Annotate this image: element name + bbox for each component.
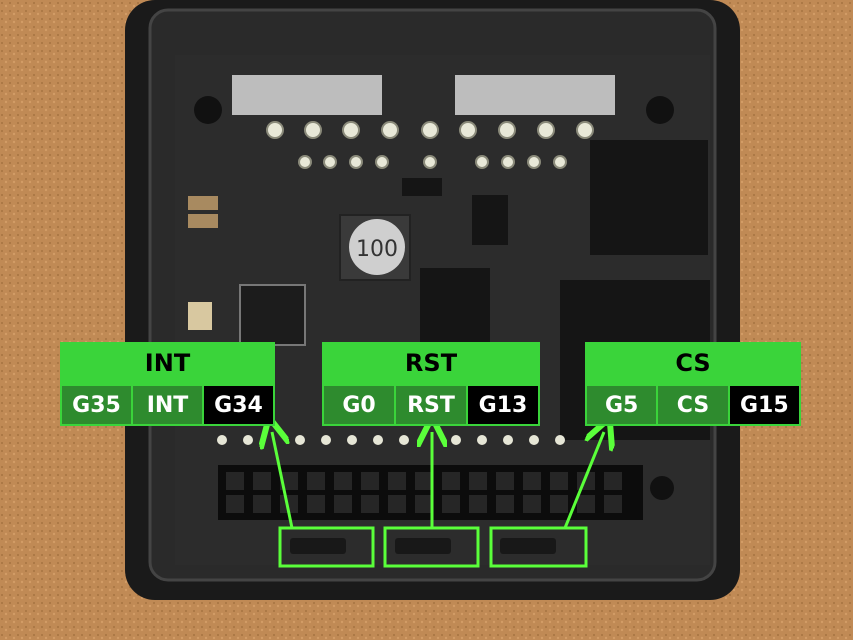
silkscreen-block-right <box>455 75 615 115</box>
label-cs-pins: G5 CS G15 <box>585 384 801 426</box>
label-rst-title: RST <box>322 342 540 384</box>
pin-cell: G13 <box>468 386 538 424</box>
pad-row <box>217 435 565 445</box>
pin-cell: RST <box>396 386 466 424</box>
label-int: INT G35 INT G34 <box>60 342 275 426</box>
connector-jack-top <box>590 140 708 255</box>
label-rst-pins: G0 RST G13 <box>322 384 540 426</box>
screw-right <box>646 96 674 124</box>
mcu-chip <box>239 284 306 346</box>
label-int-pins: G35 INT G34 <box>60 384 275 426</box>
inductor-top <box>349 219 405 275</box>
silkscreen-block-left <box>232 75 382 115</box>
pin-cell: INT <box>133 386 202 424</box>
arrow-cs <box>563 432 604 529</box>
top-pads <box>266 121 594 169</box>
pin-cell: G0 <box>324 386 394 424</box>
right-chip <box>472 195 508 245</box>
jumper-pads <box>290 538 556 554</box>
label-cs: CS G5 CS G15 <box>585 342 801 426</box>
label-cs-title: CS <box>585 342 801 384</box>
pin-cell: G35 <box>62 386 131 424</box>
label-rst: RST G0 RST G13 <box>322 342 540 426</box>
arrow-int <box>272 432 294 529</box>
jumper-highlight-int <box>278 526 375 568</box>
screw-left <box>194 96 222 124</box>
pin-cell: CS <box>658 386 728 424</box>
jumper-highlight-cs <box>489 526 588 568</box>
pin-cell: G34 <box>204 386 273 424</box>
header-holes <box>226 472 622 513</box>
screw-bottom-right <box>650 476 674 500</box>
diode <box>402 178 442 196</box>
label-int-title: INT <box>60 342 275 384</box>
pin-cell: G5 <box>587 386 657 424</box>
inductor-marking: 100 <box>356 237 398 262</box>
middle-chip <box>420 268 490 348</box>
pin-cell: G15 <box>729 386 799 424</box>
passive-components <box>188 196 218 330</box>
